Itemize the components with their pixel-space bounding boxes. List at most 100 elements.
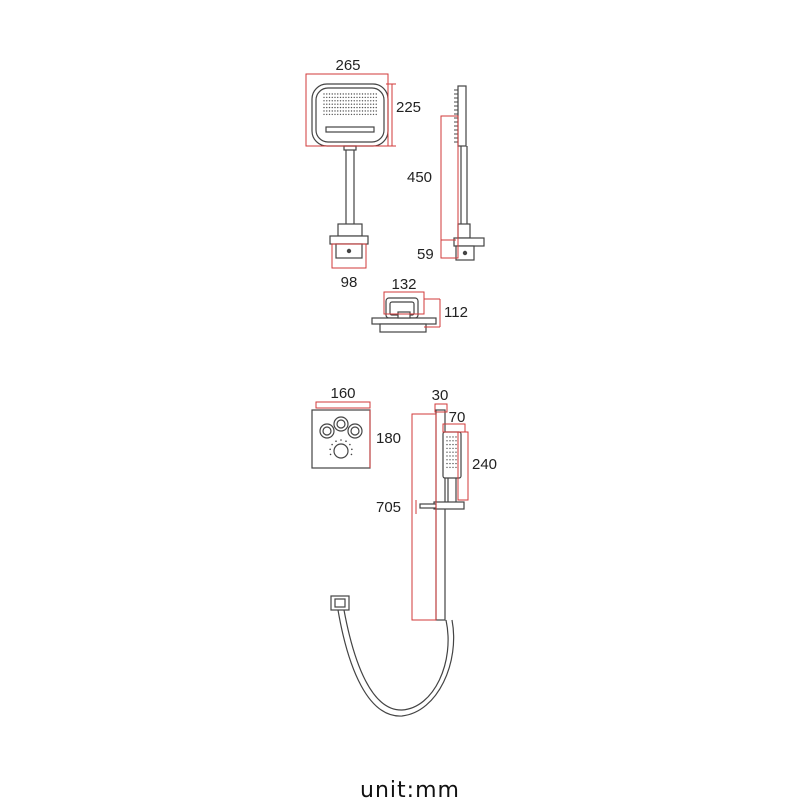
nozzle-dot [359, 106, 361, 109]
nozzle-dot [326, 100, 328, 102]
nozzle-dot [348, 100, 350, 102]
nozzle-dot [359, 100, 361, 102]
nozzle-dot [337, 110, 339, 112]
dim-label-450: 450 [407, 169, 432, 186]
nozzle-dot [328, 110, 331, 112]
nozzle-dot [350, 103, 353, 105]
dim-label-225: 225 [396, 99, 421, 116]
nozzle-dot [455, 447, 457, 450]
nozzle-dot [356, 93, 358, 95]
nozzle-dot [372, 110, 375, 112]
nozzle-dot [449, 443, 451, 446]
dim-base-height: 59 [417, 239, 456, 263]
nozzle-dot [337, 100, 339, 102]
dim-label-265: 265 [335, 57, 360, 74]
nozzle-dot [348, 93, 350, 95]
nozzle-dot [356, 113, 358, 116]
nozzle-dot [370, 103, 372, 105]
nozzle-dot [323, 93, 325, 95]
scale-tick [351, 448, 353, 451]
nozzle-dot [452, 455, 454, 457]
nozzle-dot [353, 103, 355, 105]
nozzle-dot [339, 113, 342, 116]
nozzle-dot [375, 106, 377, 109]
nozzle-dot [359, 110, 361, 112]
nozzle-dot [367, 93, 369, 95]
nozzle-dot [356, 96, 358, 99]
nozzle-dot [359, 93, 361, 95]
nozzle-dot [328, 106, 331, 109]
nozzle-dot [337, 103, 339, 105]
nozzle-dot [370, 106, 372, 109]
nozzle-dot [345, 113, 347, 116]
nozzle-dot [359, 113, 361, 116]
nozzle-dot [350, 93, 353, 95]
nozzle-dot [367, 103, 369, 105]
nozzle-dot [353, 106, 355, 109]
nozzle-dot [350, 100, 353, 102]
nozzle-dot [353, 96, 355, 99]
nozzle-dot [372, 93, 375, 95]
nozzle-dot [361, 110, 364, 112]
shower-head-side-view [453, 85, 485, 261]
nozzle-dot [328, 96, 331, 99]
scale-tick [350, 453, 353, 456]
nozzle-dot [342, 110, 344, 112]
nozzle-dot [452, 466, 454, 469]
nozzle-dot [446, 455, 448, 457]
nozzle-dot [348, 113, 350, 116]
dim-rail-length: 705 [376, 413, 437, 621]
nozzle-dot [375, 103, 377, 105]
nozzle-dot [331, 110, 333, 112]
dim-panel-height: 180 [369, 410, 401, 468]
temperature-scale-ticks [329, 439, 353, 456]
nozzle-dot [353, 113, 355, 116]
dim-label-132: 132 [391, 276, 416, 293]
nozzle-dot [326, 96, 328, 99]
dim-label-30: 30 [432, 387, 449, 404]
nozzle-dot [323, 103, 325, 105]
nozzle-dot [367, 106, 369, 109]
nozzle-dot [348, 103, 350, 105]
nozzle-grid [323, 93, 377, 116]
nozzle-dot [342, 106, 344, 109]
nozzle-dot [339, 100, 342, 102]
nozzle-dot [361, 93, 364, 95]
dim-label-705: 705 [376, 499, 401, 516]
nozzle-dot [334, 113, 336, 116]
nozzle-dot [364, 110, 366, 112]
nozzle-dot [452, 436, 454, 438]
nozzle-dot [323, 106, 325, 109]
nozzle-dot [372, 106, 375, 109]
scale-tick [335, 440, 337, 442]
nozzle-dot [375, 110, 377, 112]
nozzle-dot [372, 100, 375, 102]
nozzle-dot [339, 93, 342, 95]
unit-label: unit:mm [360, 778, 460, 800]
nozzle-dot [452, 443, 454, 446]
nozzle-dot [342, 96, 344, 99]
nozzle-dot [446, 451, 448, 453]
temperature-knob [333, 443, 349, 459]
scale-tick [329, 448, 331, 451]
nozzle-dot [331, 106, 333, 109]
nozzle-dot [364, 100, 366, 102]
nozzle-dot [372, 113, 375, 116]
nozzle-dot [446, 466, 448, 469]
nozzle-dot [328, 93, 331, 95]
dim-head-height: 225 [386, 83, 421, 147]
dim-arm-length: 450 [407, 115, 459, 259]
nozzle-dot [334, 103, 336, 105]
nozzle-dot [339, 96, 342, 99]
nozzle-dot [323, 100, 325, 102]
nozzle-dot [353, 100, 355, 102]
nozzle-dot [323, 96, 325, 99]
nozzle-dot [452, 462, 454, 465]
nozzle-dot [361, 103, 364, 105]
dim-head-width: 265 [305, 57, 389, 147]
nozzle-dot [326, 113, 328, 116]
control-button-2 [333, 416, 349, 432]
nozzle-dot [331, 100, 333, 102]
nozzle-dot [334, 100, 336, 102]
nozzle-dot [452, 459, 454, 461]
